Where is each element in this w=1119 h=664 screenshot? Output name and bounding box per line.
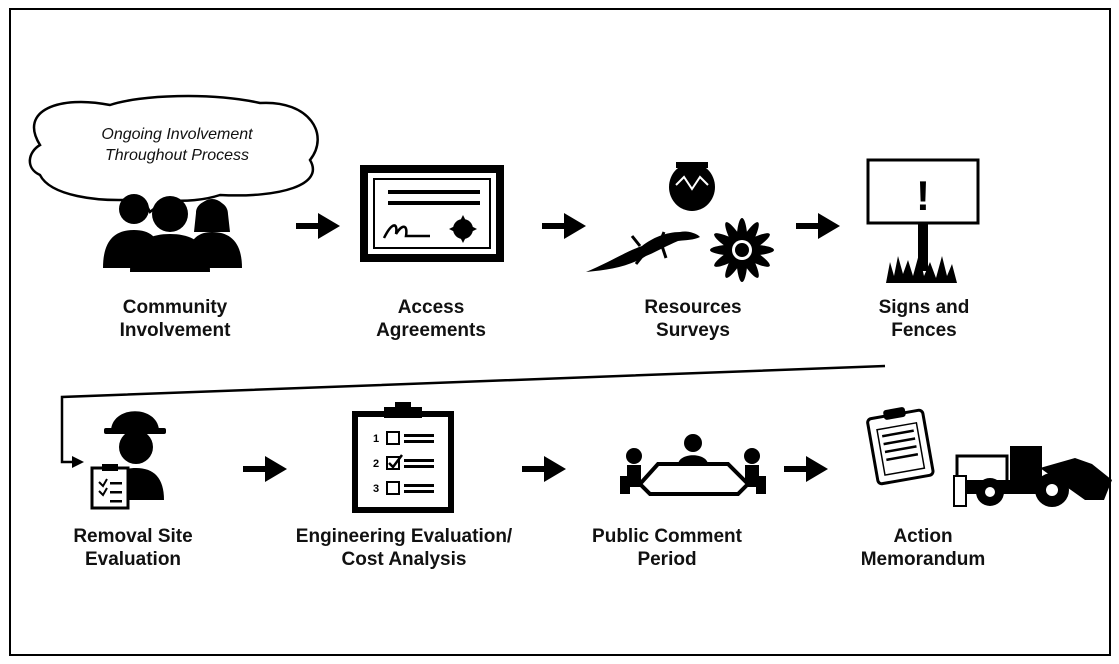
arrow-icon	[243, 456, 287, 482]
bubble-line-2: Throughout Process	[104, 147, 250, 164]
label-line: Cost Analysis	[341, 549, 467, 570]
people-icon	[103, 194, 242, 272]
step-label-resources: Resources Surveys	[644, 296, 741, 342]
step-label-access: Access Agreements	[376, 296, 486, 342]
label-line: Period	[637, 549, 697, 570]
bubble-line-1: Ongoing Involvement	[101, 126, 253, 143]
clipboard-loader-icon	[866, 407, 1112, 507]
pottery-lizard-flower-icon	[586, 162, 774, 282]
step-label-community: Community Involvement	[120, 296, 231, 342]
bubble-text: Ongoing Involvement Throughout Process	[101, 124, 252, 166]
label-line: Agreements	[376, 320, 486, 341]
checklist-number-1: 1	[373, 433, 379, 445]
step-label-engineering: Engineering Evaluation/ Cost Analysis	[296, 525, 512, 571]
label-line: Resources	[644, 297, 742, 318]
step-label-action-memorandum: Action Memorandum	[861, 525, 986, 571]
label-line: Signs and	[878, 297, 970, 318]
arrow-icon	[522, 456, 566, 482]
step-label-public-comment: Public Comment Period	[592, 525, 742, 571]
step-label-signs: Signs and Fences	[879, 296, 970, 342]
label-line: Action	[893, 526, 953, 547]
label-line: Access	[397, 297, 465, 318]
checklist-number-3: 3	[373, 483, 379, 495]
label-line: Community	[122, 297, 228, 318]
arrow-icon	[796, 213, 840, 239]
label-line: Engineering Evaluation/	[295, 526, 513, 547]
meeting-table-icon	[620, 434, 766, 496]
worker-clipboard-icon	[90, 411, 166, 510]
sign-exclamation: !	[916, 172, 930, 219]
arrow-icon	[542, 213, 586, 239]
label-line: Removal Site	[73, 526, 193, 547]
warning-sign-icon: !	[866, 158, 980, 283]
checklist-number-2: 2	[373, 458, 379, 470]
label-line: Involvement	[119, 320, 231, 341]
arrow-icon	[296, 213, 340, 239]
label-line: Public Comment	[592, 526, 742, 547]
label-line: Fences	[891, 320, 957, 341]
speech-bubble	[28, 94, 319, 214]
arrow-icon	[784, 456, 828, 482]
step-label-removal-site: Removal Site Evaluation	[73, 525, 192, 571]
connector-line	[60, 364, 886, 468]
checklist-icon: 1 2 3	[352, 402, 454, 513]
label-line: Surveys	[656, 320, 730, 341]
label-line: Evaluation	[84, 549, 182, 570]
label-line: Memorandum	[860, 549, 986, 570]
diagram-frame	[9, 8, 1111, 656]
certificate-icon	[360, 165, 504, 262]
